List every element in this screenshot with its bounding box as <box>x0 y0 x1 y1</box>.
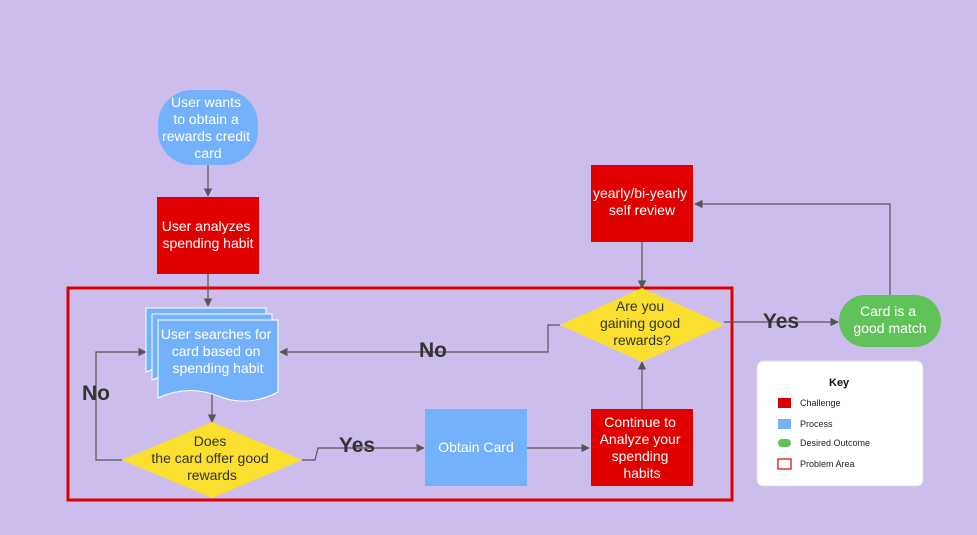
continue-box <box>591 409 693 486</box>
start-line-1: User wants <box>171 94 241 110</box>
key-label-process: Process <box>800 419 833 429</box>
edge-label-no-search: No <box>419 339 447 362</box>
svg-text:Are you gaining good: Are you gaining good rewards? <box>600 298 684 348</box>
decision-gaining-line-1: Are you <box>616 298 664 314</box>
search-doc-front <box>157 319 279 402</box>
start-terminal <box>158 90 258 165</box>
review-box <box>591 165 693 242</box>
svg-text:User searches for card b: User searches for card based on spending… <box>161 326 275 376</box>
decision-gaining-diamond <box>560 288 724 362</box>
continue-line-2: Analyze your <box>600 431 681 447</box>
key-title: Key <box>829 377 850 389</box>
edge-decision-obtain <box>302 443 425 461</box>
edge-gaining-search <box>279 324 560 357</box>
node-start: User wants to obtain a rewards credit ca… <box>158 90 258 165</box>
svg-text:yearly/bi-yearly self re: yearly/bi-yearly self review <box>593 185 691 218</box>
svg-text:User wants to obtain a: User wants to obtain a rewards credit ca… <box>162 94 254 161</box>
obtain-line-1: Obtain Card <box>438 439 513 455</box>
svg-text:Does the card offer good: Does the card offer good rewards <box>151 433 272 483</box>
problem-area-outline <box>66 286 734 502</box>
svg-text:User analyzes spending h: User analyzes spending habit <box>162 218 255 251</box>
node-analyze: User analyzes spending habit <box>157 197 259 274</box>
decision-gaining-line-3: rewards? <box>613 332 671 348</box>
key-legend: Key Challenge Process Desired Outcome Pr… <box>756 360 924 487</box>
svg-text:Card is a good match: Card is a good match <box>853 303 926 336</box>
search-line-2: card based on <box>172 343 261 359</box>
edges <box>95 165 891 461</box>
decision-offer-line-3: rewards <box>187 467 237 483</box>
continue-line-3: spending <box>612 448 669 464</box>
key-swatch-problem-area <box>777 458 792 470</box>
edge-label-no-loop: No <box>82 382 110 405</box>
continue-line-1: Continue to <box>604 414 676 430</box>
obtain-box <box>425 409 527 486</box>
edge-label-yes-obtain: Yes <box>339 434 375 457</box>
analyze-line-2: spending habit <box>162 235 253 251</box>
key-swatch-process <box>778 419 791 429</box>
decision-offer-line-2: the card offer good <box>151 450 268 466</box>
edge-label-yes-match: Yes <box>763 310 799 333</box>
node-review: yearly/bi-yearly self review <box>591 165 693 242</box>
node-decision-offer: Does the card offer good rewards <box>122 422 302 498</box>
svg-text:Continue to Analyze your: Continue to Analyze your spending habits <box>600 414 685 481</box>
search-line-3: spending habit <box>172 360 263 376</box>
key-label-challenge: Challenge <box>800 398 841 408</box>
review-line-1: yearly/bi-yearly <box>593 185 687 201</box>
key-swatch-desired-outcome <box>778 439 791 447</box>
edge-match-review <box>694 199 891 296</box>
key-panel <box>756 360 924 487</box>
review-line-2: self review <box>609 202 676 218</box>
svg-text:Obtain Card: Obtain Card <box>438 439 513 455</box>
key-swatch-challenge <box>778 398 791 408</box>
start-line-3: rewards credit <box>162 128 250 144</box>
key-label-problem-area: Problem Area <box>800 459 855 469</box>
node-search: User searches for card based on spending… <box>145 307 279 402</box>
decision-gaining-line-2: gaining good <box>600 315 680 331</box>
key-label-desired-outcome: Desired Outcome <box>800 438 870 448</box>
node-match: Card is a good match <box>839 295 941 347</box>
match-terminal <box>839 295 941 347</box>
match-line-1: Card is a <box>860 303 916 319</box>
node-obtain: Obtain Card <box>425 409 527 486</box>
search-line-1: User searches for <box>161 326 272 342</box>
decision-offer-diamond <box>122 422 302 498</box>
start-line-4: card <box>194 145 221 161</box>
node-continue: Continue to Analyze your spending habits <box>591 409 693 486</box>
match-line-2: good match <box>853 320 926 336</box>
analyze-line-1: User analyzes <box>162 218 251 234</box>
analyze-box <box>157 197 259 274</box>
start-line-2: to obtain a <box>173 111 239 127</box>
edge-decision-loop <box>95 347 147 461</box>
decision-offer-line-1: Does <box>194 433 227 449</box>
continue-line-4: habits <box>623 465 660 481</box>
node-decision-gaining: Are you gaining good rewards? <box>560 288 724 362</box>
